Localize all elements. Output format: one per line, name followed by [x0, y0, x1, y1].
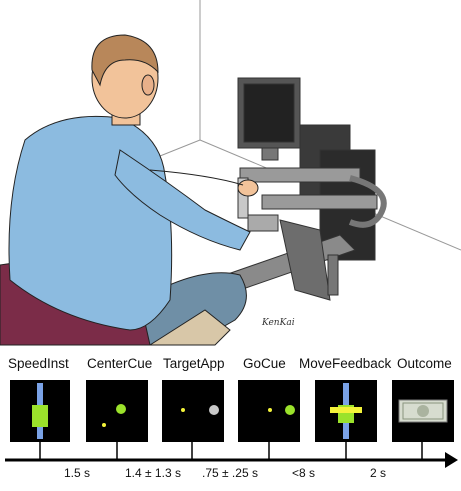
duration-label-2: 1.4 ± 1.3 s [125, 466, 181, 480]
duration-label-4: <8 s [292, 466, 316, 480]
artist-signature: KenKai [262, 318, 295, 328]
panel-movefeedback [315, 380, 377, 442]
duration-label-3: .75 ± .25 s [202, 466, 258, 480]
phase-label-movefeedback: MoveFeedback [299, 356, 392, 371]
duration-label-1: 1.5 s [64, 466, 91, 480]
phase-label-centercue: CenterCue [87, 356, 153, 371]
person [8, 34, 259, 346]
timeline-ticks [39, 440, 423, 460]
timeline-arrow [5, 452, 458, 468]
panel-outcome [392, 380, 454, 442]
panel-centercue [86, 380, 148, 442]
robot-apparatus [224, 77, 387, 301]
panel-speedinst [10, 380, 70, 442]
phase-label-gocue: GoCue [243, 356, 286, 371]
panel-targetapp [162, 380, 224, 442]
duration-label-5: 2 s [370, 466, 387, 480]
phase-label-outcome: Outcome [397, 356, 452, 371]
phase-label-speedinst: SpeedInst [8, 356, 69, 371]
panel-gocue [238, 380, 300, 442]
phase-label-targetapp: TargetApp [163, 356, 225, 371]
